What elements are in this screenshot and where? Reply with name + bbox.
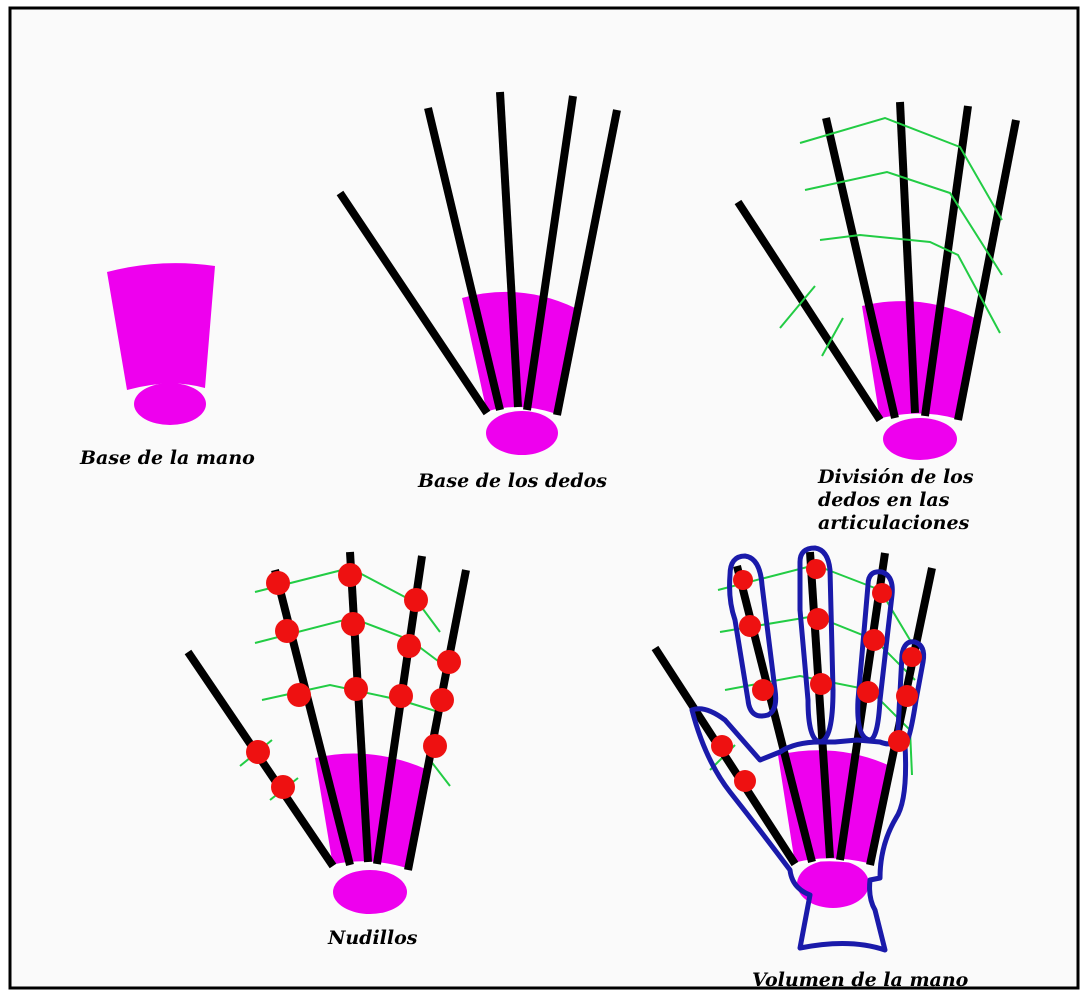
- wrist-ellipse: [883, 418, 957, 460]
- knuckle: [739, 615, 761, 637]
- knuckle: [430, 688, 454, 712]
- knuckle: [896, 685, 918, 707]
- caption-volumen-mano: Volumen de la mano: [752, 969, 969, 991]
- knuckle: [271, 775, 295, 799]
- knuckle: [733, 570, 753, 590]
- knuckle: [810, 673, 832, 695]
- knuckle: [902, 647, 922, 667]
- caption-base-dedos: Base de los dedos: [417, 470, 607, 492]
- caption-nudillos: Nudillos: [327, 927, 418, 949]
- knuckle: [287, 683, 311, 707]
- wrist-ellipse: [134, 383, 206, 425]
- knuckle: [341, 612, 365, 636]
- knuckle: [888, 730, 910, 752]
- knuckle: [389, 684, 413, 708]
- knuckle: [275, 619, 299, 643]
- knuckle: [344, 677, 368, 701]
- knuckle: [397, 634, 421, 658]
- knuckle: [437, 650, 461, 674]
- knuckle: [404, 588, 428, 612]
- knuckle: [752, 679, 774, 701]
- knuckle: [423, 734, 447, 758]
- wrist-ellipse: [486, 411, 558, 455]
- knuckle: [338, 563, 362, 587]
- knuckle: [711, 735, 733, 757]
- knuckle: [266, 571, 290, 595]
- caption-division-dedos: División de los dedos en las articulacio…: [817, 466, 980, 534]
- knuckle: [806, 559, 826, 579]
- knuckle: [246, 740, 270, 764]
- caption-base-mano: Base de la mano: [79, 447, 255, 469]
- knuckle: [863, 629, 885, 651]
- knuckle: [857, 681, 879, 703]
- knuckle: [872, 583, 892, 603]
- knuckle: [807, 608, 829, 630]
- knuckle: [734, 770, 756, 792]
- wrist-ellipse: [333, 870, 407, 914]
